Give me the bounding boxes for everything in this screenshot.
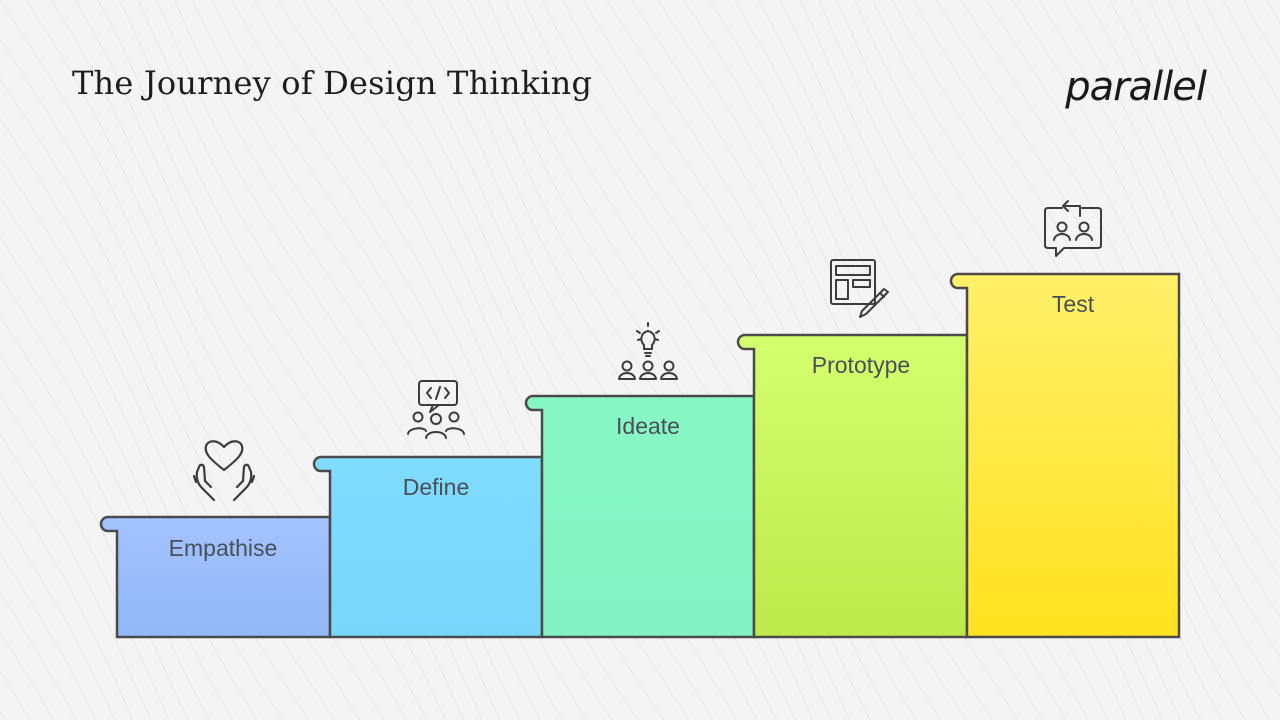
background-line bbox=[1203, 0, 1280, 143]
background-line bbox=[1149, 0, 1280, 262]
background-line bbox=[1130, 0, 1280, 302]
background-line bbox=[1087, 0, 1280, 381]
background-line bbox=[1012, 0, 1280, 500]
background-line bbox=[0, 512, 116, 720]
background-line bbox=[1185, 0, 1280, 183]
background-line bbox=[0, 552, 97, 720]
step-label: Ideate bbox=[616, 413, 680, 439]
background-line bbox=[0, 473, 134, 720]
step-label: Empathise bbox=[169, 535, 278, 561]
step-label: Define bbox=[403, 474, 469, 500]
step-empathise: Empathise bbox=[99, 440, 332, 639]
step-ideate: Ideate bbox=[524, 322, 756, 639]
brand-logo: parallel bbox=[1065, 64, 1207, 110]
background-line bbox=[1038, 0, 1280, 460]
lightbulb-team-icon bbox=[618, 322, 678, 380]
background-line bbox=[1167, 0, 1280, 223]
step-prototype: Prototype bbox=[736, 259, 969, 639]
page-title: The Journey of Design Thinking bbox=[72, 64, 593, 102]
step-block bbox=[524, 394, 756, 639]
heart-hands-icon bbox=[192, 440, 256, 502]
step-label: Test bbox=[1052, 291, 1095, 317]
background-line bbox=[1109, 0, 1280, 342]
background-line bbox=[0, 591, 77, 720]
step-block bbox=[736, 333, 969, 639]
team-code-icon bbox=[407, 380, 465, 439]
step-block bbox=[99, 515, 332, 639]
background-line bbox=[0, 433, 152, 720]
background-line bbox=[986, 0, 1280, 540]
step-block bbox=[949, 272, 1181, 639]
background-line bbox=[0, 394, 170, 720]
user-feedback-icon bbox=[1044, 200, 1102, 257]
layout-pencil-icon bbox=[830, 259, 889, 318]
background-line bbox=[1063, 0, 1280, 421]
step-label: Prototype bbox=[812, 352, 910, 378]
step-test: Test bbox=[949, 200, 1181, 639]
step-block bbox=[312, 455, 544, 639]
step-define: Define bbox=[312, 380, 544, 639]
